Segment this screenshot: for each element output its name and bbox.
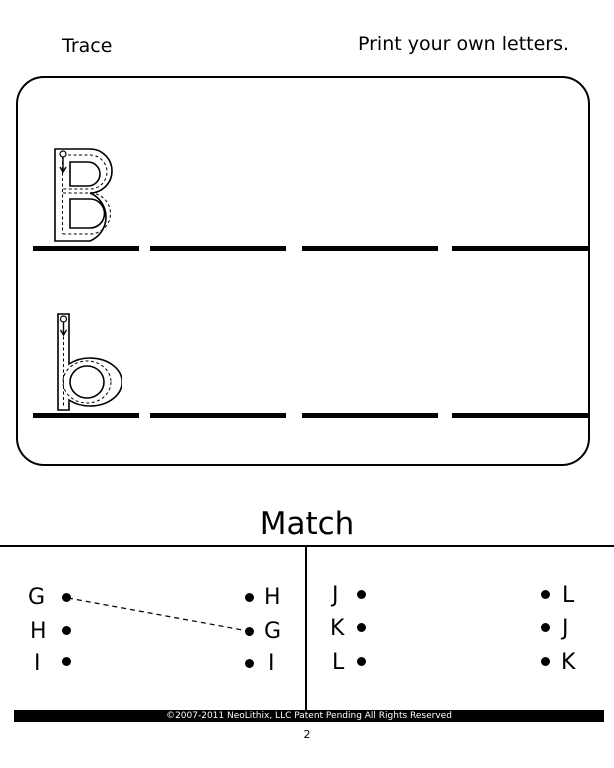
match-letter: G [264, 619, 282, 644]
match-dot[interactable] [357, 590, 366, 599]
writing-line [302, 413, 438, 418]
match-dot[interactable] [357, 623, 366, 632]
match-dot[interactable] [541, 623, 550, 632]
match-dot[interactable] [541, 657, 550, 666]
match-dot[interactable] [245, 627, 254, 636]
match-dot[interactable] [541, 590, 550, 599]
match-letter: I [34, 651, 41, 676]
match-letter: J [562, 616, 569, 641]
match-letter: G [28, 585, 46, 610]
match-dot[interactable] [62, 626, 71, 635]
match-dot[interactable] [357, 657, 366, 666]
match-title: Match [259, 506, 355, 542]
match-letter: L [332, 650, 345, 675]
writing-line [452, 413, 588, 418]
tracing-box [16, 76, 590, 466]
match-letter: H [264, 585, 281, 610]
writing-line [33, 246, 139, 251]
match-dot[interactable] [62, 657, 71, 666]
writing-line [302, 246, 438, 251]
match-divider-horizontal [0, 545, 614, 547]
print-own-letters-label: Print your own letters. [358, 33, 570, 55]
match-dot[interactable] [62, 593, 71, 602]
writing-line [33, 413, 139, 418]
match-divider-vertical [305, 546, 307, 710]
match-letter: L [562, 583, 575, 608]
trace-start-dot-icon [59, 315, 68, 323]
match-letter: K [561, 650, 576, 675]
match-dot[interactable] [245, 659, 254, 668]
trace-label: Trace [62, 35, 113, 57]
trace-start-dot-icon [59, 150, 67, 158]
stroke-direction-arrow-icon [59, 157, 67, 174]
trace-letter-lowercase-b [57, 313, 122, 411]
trace-letter-uppercase-b [54, 148, 113, 242]
match-dot[interactable] [245, 593, 254, 602]
page-number: 2 [303, 728, 311, 741]
match-letter: I [268, 651, 275, 676]
copyright-bar: ©2007-2011 NeoLithix, LLC Patent Pending… [14, 710, 604, 722]
writing-line [150, 413, 286, 418]
writing-line [150, 246, 286, 251]
writing-line [452, 246, 588, 251]
match-letter: J [332, 583, 339, 608]
match-letter: H [30, 619, 47, 644]
match-letter: K [330, 616, 345, 641]
stroke-direction-arrow-icon [59, 322, 68, 337]
